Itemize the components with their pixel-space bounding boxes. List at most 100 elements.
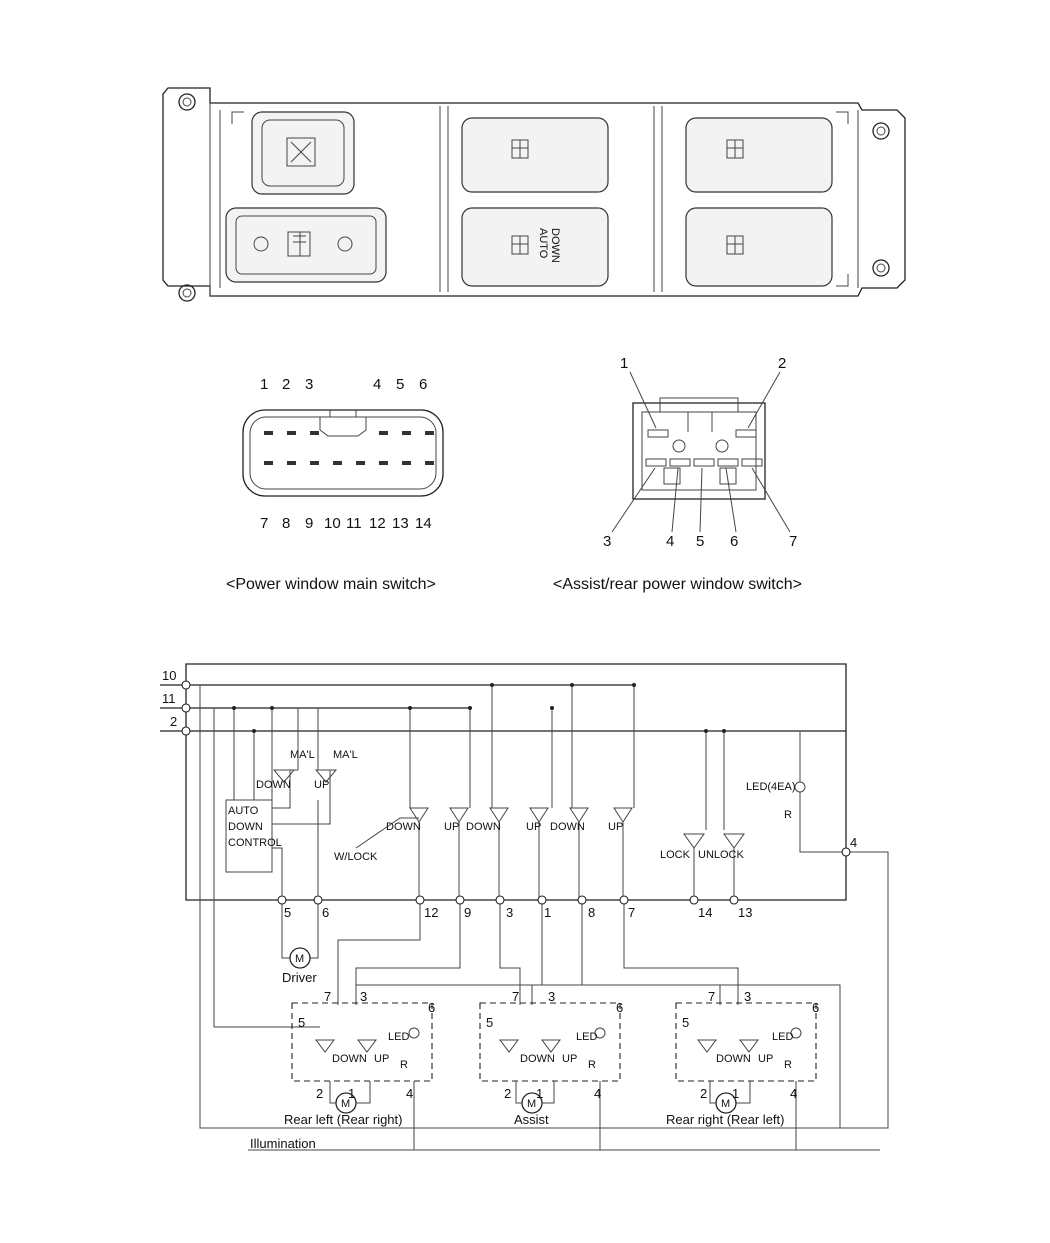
assist-pin-5: 5 xyxy=(696,533,704,550)
sub-switch-2-label-10: UP xyxy=(758,1053,773,1065)
driver-motor-m: M xyxy=(295,953,304,965)
main-pin-9: 9 xyxy=(305,515,313,532)
main-pin-6: 6 xyxy=(419,376,427,393)
sub-switch-0-label-7: LED xyxy=(388,1031,409,1043)
main-pin-13: 13 xyxy=(392,515,409,532)
switch-panel-illustration: AUTO DOWN xyxy=(162,87,906,302)
sub-switch-2-label-2: 5 xyxy=(682,1015,689,1030)
sub-switch-0-label-5: 1 xyxy=(348,1086,355,1101)
sub-switch-0-label-8: R xyxy=(400,1059,408,1071)
sch-bottom-pin-6: 6 xyxy=(322,905,329,920)
main-pin-8: 8 xyxy=(282,515,290,532)
main-pin-2: 2 xyxy=(282,376,290,393)
sub-switch-1-label-5: 1 xyxy=(536,1086,543,1101)
driver-label: Driver xyxy=(282,970,317,985)
sch-right-pin-4: 4 xyxy=(850,835,857,850)
main-top-pin-contact xyxy=(264,431,273,435)
unlock-label: UNLOCK xyxy=(698,849,745,861)
sub-switch-2-label-5: 1 xyxy=(732,1086,739,1101)
main-top-pin-contact xyxy=(287,431,296,435)
sub-switch-1-label-4: 2 xyxy=(504,1086,511,1101)
sub-switch-2-label-1: 3 xyxy=(744,989,751,1004)
main-down-label: DOWN xyxy=(256,779,291,791)
main-top-pin-contact xyxy=(402,431,411,435)
sch-bottom-pin-7: 7 xyxy=(628,905,635,920)
sub-switch-2-label-9: DOWN xyxy=(716,1053,751,1065)
main-bottom-pin-contact xyxy=(264,461,273,465)
main-switch-caption: <Power window main switch> xyxy=(226,576,436,593)
main-bottom-pin-contact xyxy=(333,461,342,465)
sw-up-1: UP xyxy=(444,821,459,833)
sub-switch-2-label-4: 2 xyxy=(700,1086,707,1101)
sub-switch-2-label-8: R xyxy=(784,1059,792,1071)
main-r-label: R xyxy=(784,809,792,821)
sch-bottom-pin-14: 14 xyxy=(698,905,712,920)
sub-switch-0-label-1: 3 xyxy=(360,989,367,1004)
sch-bottom-pin-9: 9 xyxy=(464,905,471,920)
adc-auto: AUTO xyxy=(228,805,259,817)
sub-switch-0-label-2: 5 xyxy=(298,1015,305,1030)
as-motor-m: M xyxy=(527,1098,536,1110)
sub-switch-1-label-1: 3 xyxy=(548,989,555,1004)
sw-down-2: DOWN xyxy=(466,821,501,833)
sub-switch-1-label-9: DOWN xyxy=(520,1053,555,1065)
sch-bottom-pin-1: 1 xyxy=(544,905,551,920)
sub-switch-0-label-10: UP xyxy=(374,1053,389,1065)
main-pin-14: 14 xyxy=(415,515,432,532)
illumination-label: Illumination xyxy=(250,1136,316,1151)
assist-pin-3: 3 xyxy=(603,533,611,550)
main-pin-12: 12 xyxy=(369,515,386,532)
main-bottom-pin-contact xyxy=(402,461,411,465)
rear-right-label: Rear right (Rear left) xyxy=(666,1112,784,1127)
main-pin-1: 1 xyxy=(260,376,268,393)
sub-switch-1-label-6: 4 xyxy=(594,1086,601,1101)
main-top-pin-contact xyxy=(425,431,434,435)
sub-switch-0-label-3: 6 xyxy=(428,1000,435,1015)
adc-control: CONTROL xyxy=(228,837,282,849)
sub-switch-0-label-6: 4 xyxy=(406,1086,413,1101)
rl-motor-m: M xyxy=(341,1098,350,1110)
adc-down: DOWN xyxy=(228,821,263,833)
sch-pin-10: 10 xyxy=(162,668,176,683)
assist-switch-connector xyxy=(611,371,791,533)
main-bottom-pin-contact xyxy=(356,461,365,465)
main-pin-3: 3 xyxy=(305,376,313,393)
assist-pin-2: 2 xyxy=(778,355,786,372)
sub-switch-0-label-9: DOWN xyxy=(332,1053,367,1065)
sub-switch-2-label-3: 6 xyxy=(812,1000,819,1015)
mal-label-1: MA'L xyxy=(290,749,315,761)
main-up-label: UP xyxy=(314,779,329,791)
sub-switch-1-label-2: 5 xyxy=(486,1015,493,1030)
main-bottom-pin-contact xyxy=(425,461,434,465)
sch-bottom-pin-5: 5 xyxy=(284,905,291,920)
sub-switch-1-label-0: 7 xyxy=(512,989,519,1004)
main-pin-4: 4 xyxy=(373,376,381,393)
main-top-pin-contact xyxy=(310,431,319,435)
assist-switch-caption: <Assist/rear power window switch> xyxy=(553,576,802,593)
wiring-schematic xyxy=(160,663,889,1151)
main-pin-11: 11 xyxy=(346,515,362,532)
main-bottom-pin-contact xyxy=(379,461,388,465)
sub-switch-0-label-0: 7 xyxy=(324,989,331,1004)
assist-pin-6: 6 xyxy=(730,533,738,550)
assist-label: Assist xyxy=(514,1112,549,1127)
lock-label: LOCK xyxy=(660,849,691,861)
main-top-pin-contact xyxy=(379,431,388,435)
main-bottom-pin-contact xyxy=(310,461,319,465)
assist-pin-7: 7 xyxy=(789,533,797,550)
sch-pin-2: 2 xyxy=(170,714,177,729)
sub-switch-2-label-7: LED xyxy=(772,1031,793,1043)
main-pin-5: 5 xyxy=(396,376,404,393)
wlock-label: W/LOCK xyxy=(334,851,378,863)
sub-switch-1-label-10: UP xyxy=(562,1053,577,1065)
assist-pin-4: 4 xyxy=(666,533,674,550)
sch-bottom-pin-8: 8 xyxy=(588,905,595,920)
led4ea-label: LED(4EA) xyxy=(746,781,796,793)
sub-switch-2-label-6: 4 xyxy=(790,1086,797,1101)
rear-left-label: Rear left (Rear right) xyxy=(284,1112,402,1127)
sch-bottom-pin-3: 3 xyxy=(506,905,513,920)
main-pin-10: 10 xyxy=(324,515,341,532)
mal-label-2: MA'L xyxy=(333,749,358,761)
sw-down-1: DOWN xyxy=(386,821,421,833)
